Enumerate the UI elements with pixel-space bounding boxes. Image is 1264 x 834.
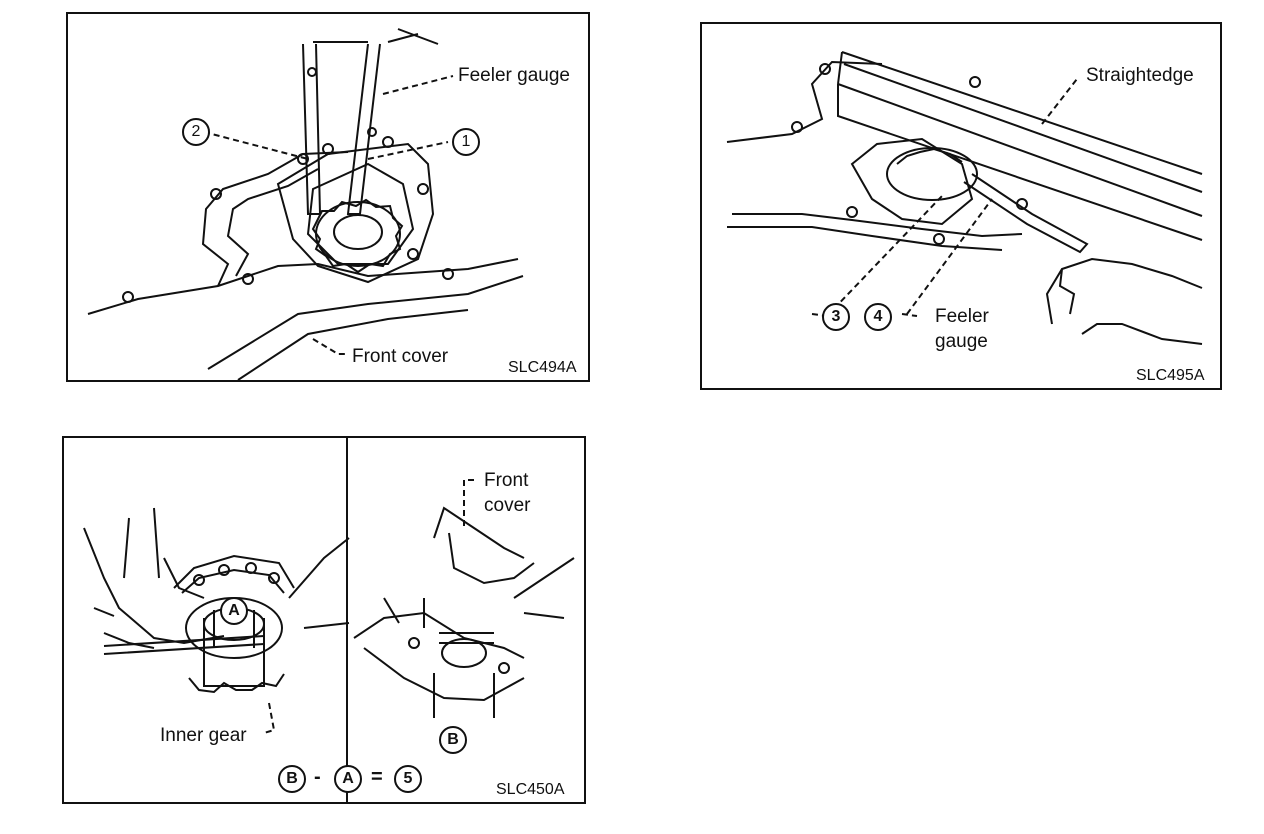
formula-b: B	[278, 765, 306, 793]
label-straightedge: Straightedge	[1086, 65, 1194, 86]
figure-code: SLC495A	[1136, 367, 1205, 384]
figure-code: SLC494A	[508, 359, 577, 376]
marker-1: 1	[452, 128, 480, 156]
oil-pump-feeler-gauge-illustration	[87, 28, 524, 380]
label-front-cover: Front cover	[352, 346, 449, 367]
formula-5: 5	[394, 765, 422, 793]
label-front-cover-line1: Front	[484, 470, 529, 491]
inner-gear-measurement-illustration	[83, 438, 575, 802]
label-feeler-gauge-line1: Feeler	[935, 306, 989, 327]
figure-code: SLC450A	[496, 781, 565, 798]
formula-minus: -	[314, 766, 321, 788]
marker-a: A	[220, 597, 248, 625]
straightedge-feeler-gauge-illustration	[726, 51, 1203, 345]
formula-a: A	[334, 765, 362, 793]
label-feeler-gauge-line2: gauge	[935, 331, 988, 352]
figure-panel-slc450a: A B Front cover Inner gear B - A = 5 SLC…	[62, 436, 586, 804]
figure-panel-slc495a: Straightedge 3 4 Feeler gauge SLC495A	[700, 22, 1222, 390]
marker-2: 2	[182, 118, 210, 146]
label-feeler-gauge: Feeler gauge	[458, 65, 570, 86]
label-inner-gear: Inner gear	[160, 725, 247, 746]
marker-4: 4	[864, 303, 892, 331]
formula-equals: =	[371, 766, 383, 788]
marker-b: B	[439, 726, 467, 754]
marker-3: 3	[822, 303, 850, 331]
label-front-cover-line2: cover	[484, 495, 531, 516]
figure-panel-slc494a: 2 1 Feeler gauge Front cover SLC494A	[66, 12, 590, 382]
